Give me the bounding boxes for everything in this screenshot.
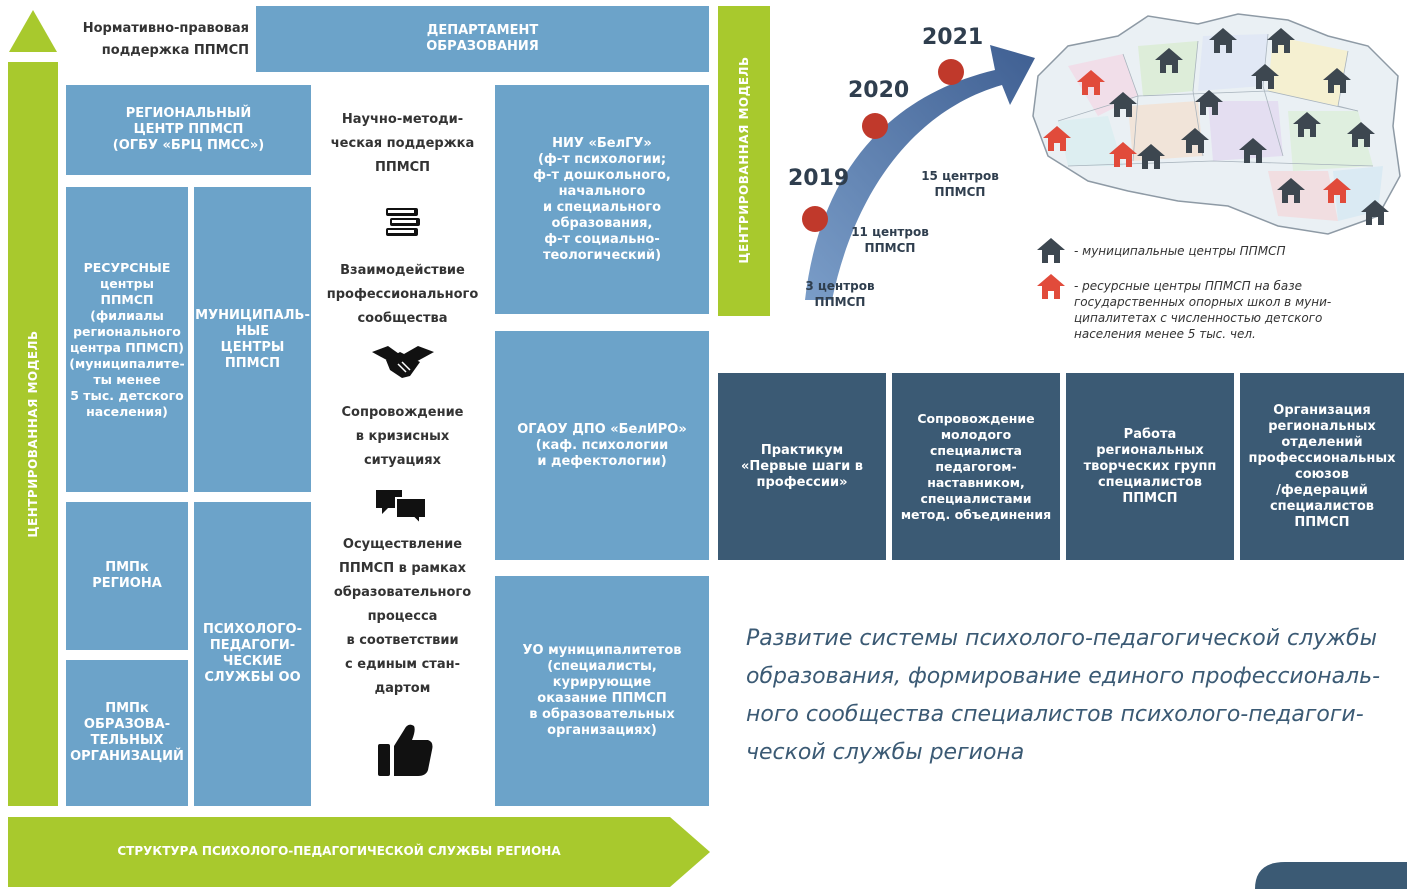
count-2019: 3 центров ППМСП [805,279,875,309]
bottom-arrow-head [670,817,710,887]
uo-box: УО муниципалитетов (специалисты, курирую… [495,576,709,806]
niu-box: НИУ «БелГУ» (ф-т психологии; ф-т дошколь… [495,85,709,314]
count-2020: 11 центров ППМСП [851,225,929,255]
house-icon [1209,28,1237,53]
left-arrow-head [9,10,57,52]
house-red-icon [1077,70,1105,95]
house-icon [1251,64,1279,89]
house-icon [1323,68,1351,93]
resource-centers-box: РЕСУРСНЫЕ центры ППМСП (филиалы регионал… [66,187,188,492]
activity-box: Сопровождение молодого специалиста педаг… [892,373,1060,560]
center-bar-label: ЦЕНТРИРОВАННАЯ МОДЕЛЬ [737,56,751,264]
timeline-arrow [805,45,1035,300]
house-icon [1347,122,1375,147]
activity-box: Организация региональных отделений профе… [1240,373,1404,560]
crisis-text: Сопровождение в кризисных ситуациях [341,405,464,468]
left-bar-label: ЦЕНТРИРОВАННАЯ МОДЕЛЬ [26,330,40,538]
house-icon [1109,92,1137,117]
house-icon [1267,28,1295,53]
support-text: Научно-методи- ческая поддержка ППМСП [330,112,475,175]
legend-house-red-icon [1037,274,1065,299]
municipal-centers-box: МУНИЦИПАЛЬ- НЫЕ ЦЕНТРЫ ППМСП [194,187,311,492]
department-box: ДЕПАРТАМЕНТ ОБРАЗОВАНИЯ [256,6,709,72]
house-icon [1155,48,1183,73]
implementation-text: Осуществление ППМСП в рамках образовател… [333,537,472,696]
bottom-bar [8,817,670,887]
year-2019: 2019 [788,166,850,191]
activity-box: Работа региональных творческих групп спе… [1066,373,1234,560]
thumbs-up-icon [378,724,433,776]
year-dot-2019 [802,206,828,232]
center-vertical-bar [718,6,770,316]
psych-services-box: ПСИХОЛОГО- ПЕДАГОГИ- ЧЕСКИЕ СЛУЖБЫ ОО [194,502,311,806]
left-vertical-bar [8,62,58,806]
pmpk-region-box: ПМПк РЕГИОНА [66,502,188,650]
year-2021: 2021 [922,25,984,50]
house-icon [1239,138,1267,163]
regional-center-box: РЕГИОНАЛЬНЫЙ ЦЕНТР ППМСП (ОГБУ «БРЦ ПМСС… [66,85,311,175]
house-icon [1277,178,1305,203]
house-red-icon [1109,142,1137,167]
ogaou-box: ОГАОУ ДПО «БелИРО» (каф. психологии и де… [495,331,709,560]
house-red-icon [1043,126,1071,151]
legend-municipal: - муниципальные центры ППМСП [1074,244,1286,258]
pmpk-org-box: ПМПк ОБРАЗОВА- ТЕЛЬНЫХ ОРГАНИЗАЦИЙ [66,660,188,806]
house-icon [1137,144,1165,169]
house-red-icon [1323,178,1351,203]
house-icon [1361,200,1389,225]
slogan-text: Развитие системы психолого-педагогическо… [746,626,1381,765]
bottom-bar-label: СТРУКТУРА ПСИХОЛОГО-ПЕДАГОГИЧЕСКОЙ СЛУЖБ… [117,844,561,858]
activity-box: Практикум «Первые шаги в профессии» [718,373,886,560]
legend-house-dark-icon [1037,238,1065,263]
count-2021: 15 центров ППМСП [921,169,999,199]
books-icon [386,208,420,236]
chat-icon [376,490,427,526]
house-icon [1195,90,1223,115]
corner-decoration [1255,862,1407,889]
year-2020: 2020 [848,78,910,103]
handshake-icon [372,346,434,378]
interaction-text: Взаимодействие профессионального сообщес… [326,263,479,326]
house-icon [1293,112,1321,137]
normative-label: Нормативно-правовая поддержка ППМСП [82,21,249,58]
house-icon [1181,128,1209,153]
legend-resource: - ресурсные центры ППМСП на базе государ… [1074,279,1332,341]
year-dot-2020 [862,113,888,139]
year-dot-2021 [938,59,964,85]
